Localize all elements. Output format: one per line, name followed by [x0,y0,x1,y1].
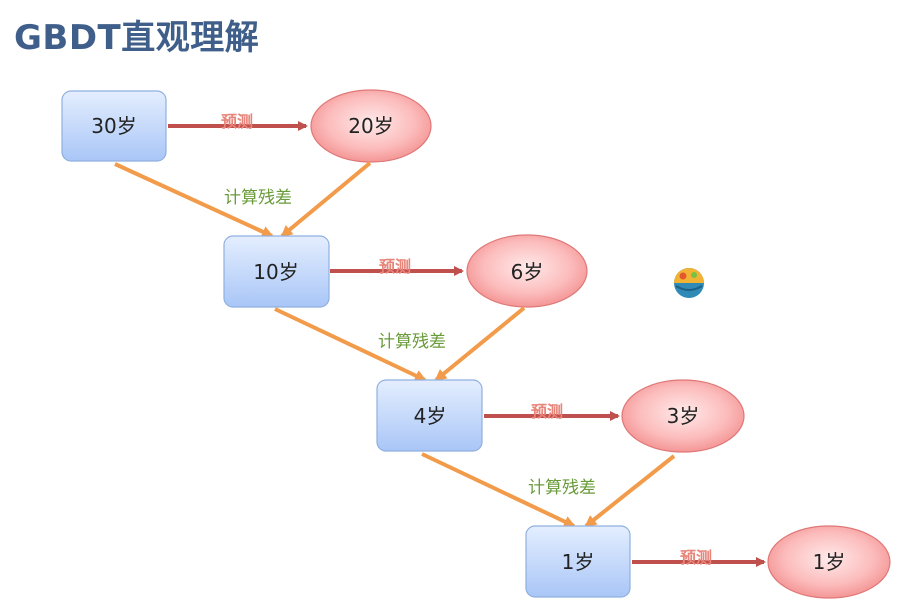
predict-label: 预测 [531,402,563,421]
predict-label: 预测 [221,112,253,131]
row-4: 预测 1岁 1岁 [525,525,891,599]
target-label: 10岁 [253,260,298,284]
residual-label: 计算残差 [378,332,446,352]
prediction-ellipse [466,234,588,308]
predict-label: 预测 [379,257,411,276]
target-label: 1岁 [562,550,595,574]
page-title: GBDT直观理解 [14,18,260,58]
residual-arrow-left [274,307,427,382]
target-label: 30岁 [91,114,136,138]
residual-arrow-left [114,162,274,238]
residual-label: 计算残差 [528,478,596,498]
residual-1: 计算残差 [114,161,372,238]
target-label: 4岁 [414,404,447,428]
target-box [525,525,631,598]
residual-arrow-right [584,454,676,528]
residual-3: 计算残差 [421,452,676,528]
prediction-label: 20岁 [348,114,393,138]
prediction-ellipse [621,379,745,453]
row-1: 预测 30岁 20岁 [61,89,432,163]
row-3: 预测 4岁 3岁 [376,379,745,453]
target-box [61,90,167,162]
predict-label: 预测 [680,548,712,567]
target-box [376,379,483,452]
row-2: 预测 10岁 6岁 [223,234,588,308]
residual-arrow-left [421,452,576,528]
prediction-ellipse [767,525,891,599]
residual-arrow-right [434,306,526,382]
prediction-ellipse [310,89,432,163]
logo-icon [674,268,704,298]
residual-label: 计算残差 [224,188,292,208]
prediction-label: 1岁 [813,550,846,574]
prediction-label: 6岁 [511,260,544,284]
residual-2: 计算残差 [274,306,526,382]
target-box [223,235,330,308]
prediction-label: 3岁 [667,404,700,428]
residual-arrow-right [280,161,372,238]
